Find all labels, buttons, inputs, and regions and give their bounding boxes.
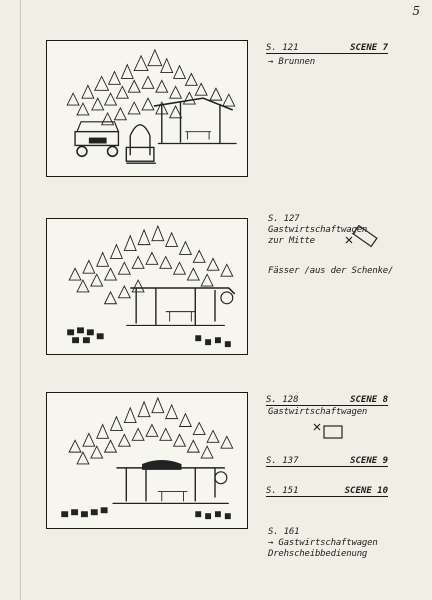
page-ref-6: S. 161: [268, 527, 300, 537]
page-ref-1: S. 121: [266, 43, 299, 53]
note-1-line-1: → Brunnen: [268, 57, 315, 67]
sketch-panel-2: [46, 218, 248, 355]
scene-header-1: S. 121 SCENE 7: [266, 43, 388, 54]
wagon-direction-icon: [345, 225, 378, 248]
scene-header-10: S. 151 SCENE 10: [266, 486, 388, 497]
note-2-line-2: zur Mitte: [268, 236, 315, 246]
page-ref-4: S. 137: [266, 456, 299, 466]
page-ref-5: S. 151: [266, 486, 299, 496]
page-ref-3: S. 128: [266, 395, 299, 405]
note-3-line-1: Gastwirtschaftwagen: [268, 407, 368, 417]
final-note-line-1: → Gastwirtschaftwagen: [268, 538, 378, 548]
scene-label-1: SCENE 7: [350, 43, 388, 53]
final-note-line-2: Drehscheibbedienung: [268, 549, 368, 559]
note-2-line-1: Gastwirtschaftwagen: [268, 225, 368, 235]
scene-label-9: SCENE 9: [350, 456, 388, 466]
margin-line: [20, 0, 21, 600]
wagon-position-icon: [313, 423, 343, 439]
scene-label-10: SCENE 10: [344, 486, 388, 496]
page-number: 5: [412, 4, 420, 18]
note-2-line-3: Fässer /aus der Schenke/: [268, 266, 394, 276]
page-ref-2: S. 127: [268, 214, 300, 224]
sketch-panel-1: [46, 40, 248, 177]
sketch-panel-3: [46, 392, 248, 529]
scene-header-3: S. 128 SCENE 8: [266, 395, 388, 406]
sketch-drawing-2: [67, 224, 236, 348]
sketch-drawing-1: [66, 48, 237, 164]
scene-header-9: S. 137 SCENE 9: [266, 456, 388, 467]
sketch-drawing-3: [61, 396, 234, 520]
scene-label-3: SCENE 8: [350, 395, 388, 405]
